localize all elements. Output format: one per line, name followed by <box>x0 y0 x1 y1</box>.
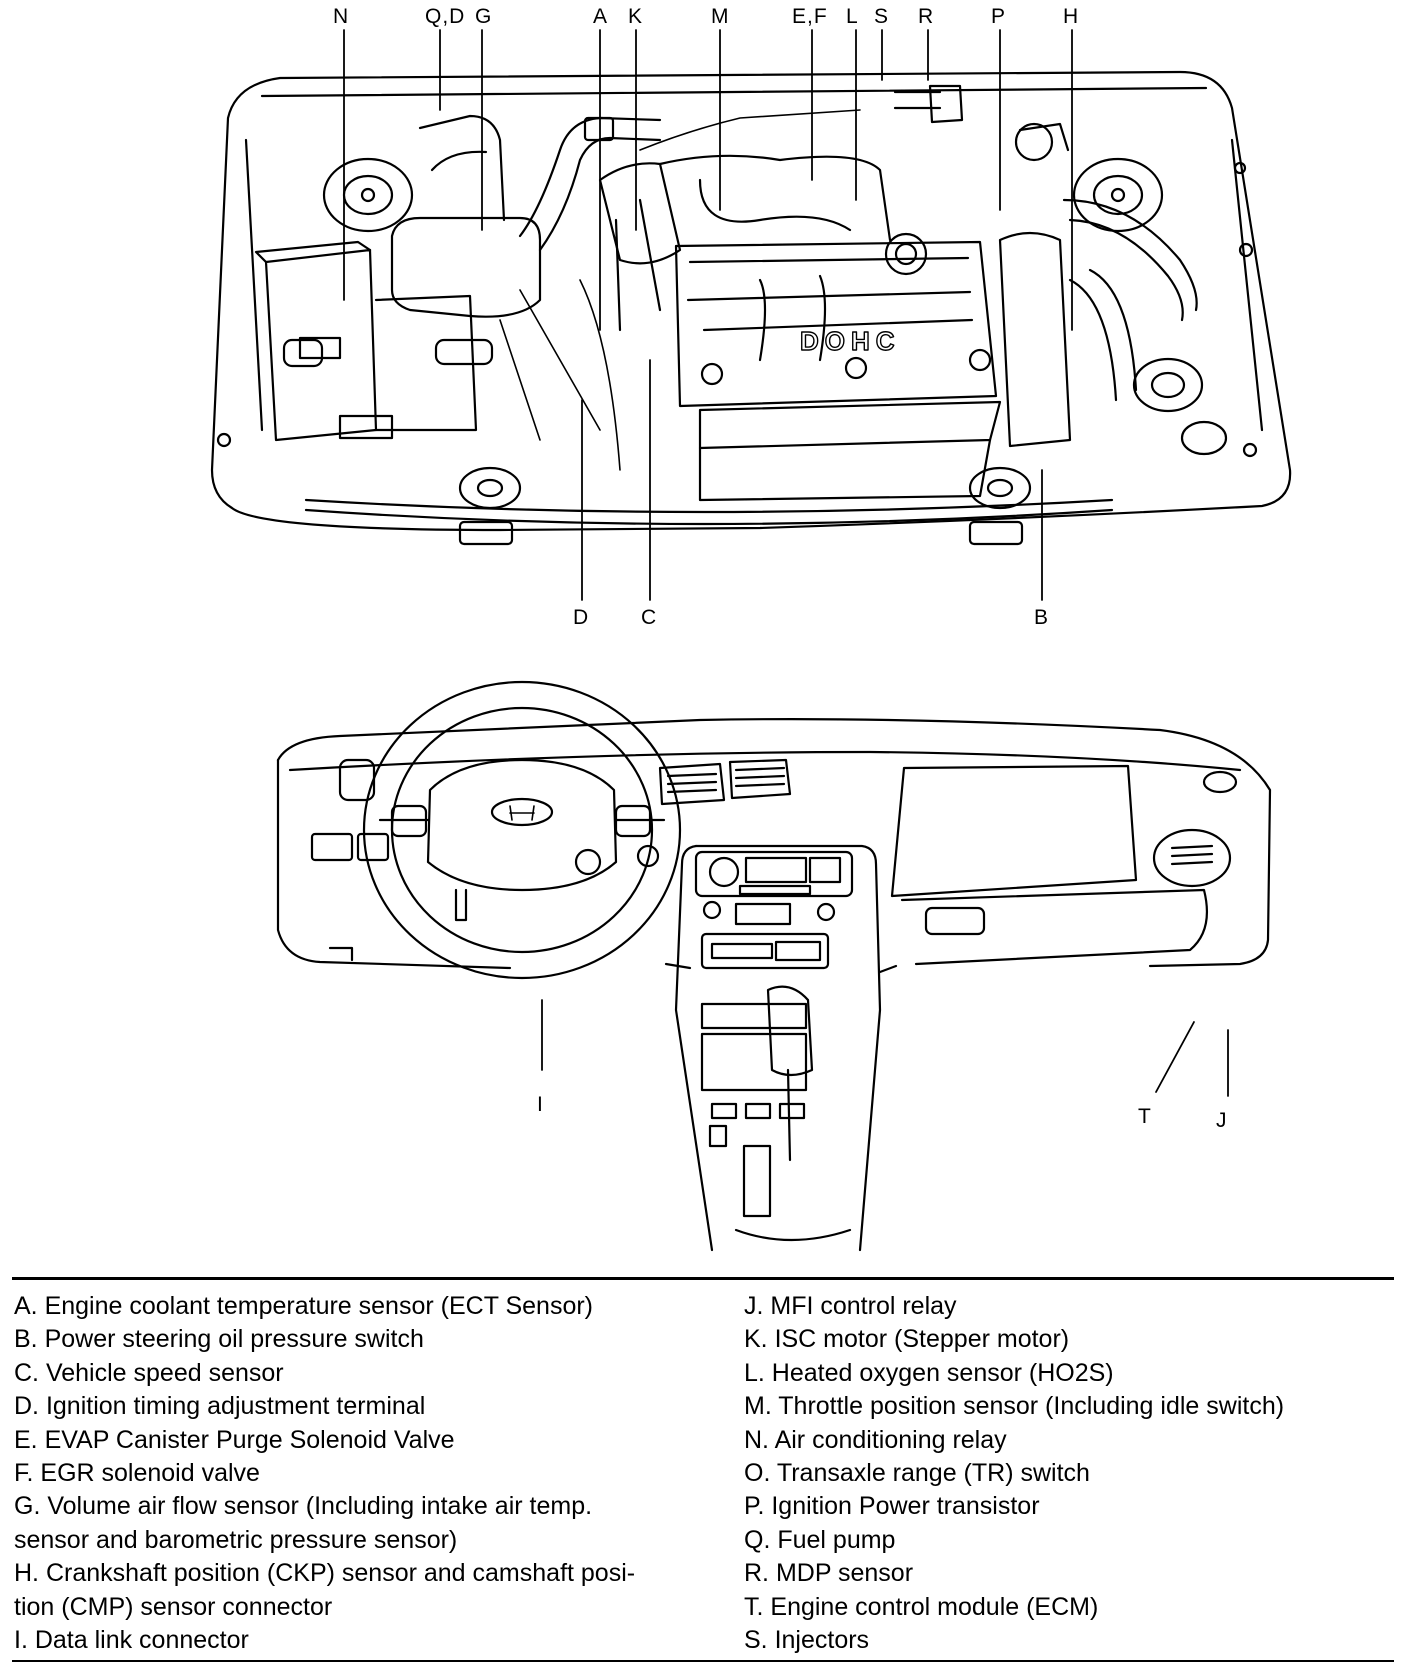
steering-wheel-emblem <box>490 797 554 827</box>
legend-left-column: A. Engine coolant temperature sensor (EC… <box>14 1290 744 1657</box>
glove-box <box>890 764 1138 898</box>
center-console <box>674 844 882 1252</box>
callout-l: L <box>846 5 859 28</box>
callout-a: A <box>593 5 609 28</box>
legend-item-s: S. Injectors <box>744 1626 870 1655</box>
legend-item-i: I. Data link connector <box>14 1626 249 1655</box>
legend-item-p: P. Ignition Power transistor <box>744 1492 1040 1521</box>
legend-item-m: M. Throttle position sensor (Including i… <box>744 1392 1285 1421</box>
callout-i: I <box>537 1093 544 1116</box>
callout-p: P <box>991 5 1007 28</box>
dashboard-outline <box>276 718 1272 968</box>
legend-item-e: E. EVAP Canister Purge Solenoid Valve <box>14 1425 455 1454</box>
legend-top-rule <box>12 1277 1394 1280</box>
callout-h: H <box>1063 5 1080 28</box>
callout-c: C <box>641 606 658 629</box>
callout-j: J <box>1216 1109 1228 1132</box>
callout-q-d: Q,D <box>425 5 466 28</box>
legend-item-l: L. Heated oxygen sensor (HO2S) <box>744 1358 1114 1387</box>
legend-item-h-cont: tion (CMP) sensor connector <box>14 1592 333 1621</box>
engine-valve-cover: DOHC <box>674 240 1002 502</box>
right-strut-tower <box>1072 157 1164 233</box>
legend-item-n: N. Air conditioning relay <box>744 1425 1007 1454</box>
legend-item-q: Q. Fuel pump <box>744 1525 896 1554</box>
oil-filler-cap <box>884 232 928 276</box>
callout-t: T <box>1138 1105 1152 1128</box>
callout-k: K <box>628 5 644 28</box>
callout-s: S <box>874 5 890 28</box>
component-locations-illustration: DOHC <box>210 29 1292 1252</box>
ignition-components <box>893 84 1072 448</box>
legend-item-b: B. Power steering oil pressure switch <box>14 1325 424 1354</box>
engine-badge: DOHC <box>800 326 901 356</box>
callout-r: R <box>918 5 935 28</box>
legend-item-g: G. Volume air flow sensor (Including int… <box>14 1492 593 1521</box>
passenger-vent <box>1152 770 1238 888</box>
dashboard-drawing <box>276 680 1272 1252</box>
left-strut-tower <box>322 157 414 233</box>
legend-item-r: R. MDP sensor <box>744 1559 914 1588</box>
callout-m: M <box>711 5 730 28</box>
engine-bay-outline <box>210 70 1292 532</box>
dash-callout-leaders <box>541 999 1229 1097</box>
throttle-body <box>598 162 682 332</box>
legend-item-t: T. Engine control module (ECM) <box>744 1592 1099 1621</box>
callout-b: B <box>1034 606 1050 629</box>
legend-right-column: J. MFI control relay K. ISC motor (Stepp… <box>744 1290 1394 1657</box>
legend-item-h: H. Crankshaft position (CKP) sensor and … <box>14 1559 636 1588</box>
legend-item-d: D. Ignition timing adjustment terminal <box>14 1392 426 1421</box>
legend-item-g-cont: sensor and barometric pressure sensor) <box>14 1525 458 1554</box>
steering-wheel <box>362 680 682 980</box>
engine-bay-drawing: DOHC <box>210 70 1292 546</box>
legend-item-k: K. ISC motor (Stepper motor) <box>744 1325 1070 1354</box>
callout-d-bottom: D <box>573 606 590 629</box>
legend-item-a: A. Engine coolant temperature sensor (EC… <box>14 1292 593 1320</box>
air-cleaner <box>282 114 542 368</box>
legend-bottom-rule <box>12 1660 1394 1662</box>
intake-hose <box>518 116 662 238</box>
engine-callout-leaders <box>343 29 1073 601</box>
legend-item-c: C. Vehicle speed sensor <box>14 1358 284 1387</box>
callout-g: G <box>475 5 493 28</box>
legend-item-o: O. Transaxle range (TR) switch <box>744 1459 1090 1488</box>
center-vents <box>658 758 792 806</box>
legend-item-j: J. MFI control relay <box>744 1292 957 1320</box>
callout-e-f: E,F <box>792 5 828 28</box>
legend-item-f: F. EGR solenoid valve <box>14 1459 260 1488</box>
callout-n: N <box>333 5 350 28</box>
